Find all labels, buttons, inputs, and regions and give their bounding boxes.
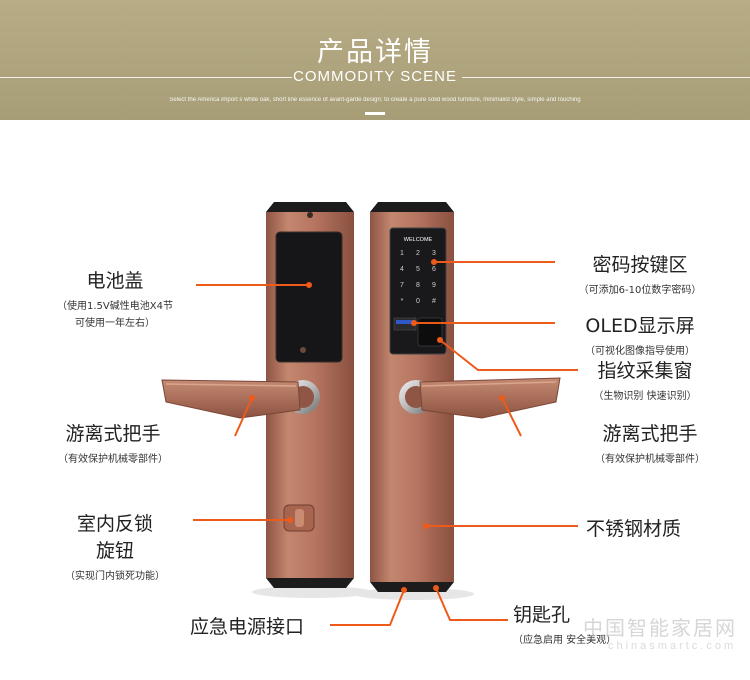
keypad-key: 9 xyxy=(432,282,436,289)
banner-tagline: Select the America import s white oak, s… xyxy=(169,97,581,103)
banner-divider-left xyxy=(0,77,292,78)
label-key-hole: 钥匙孔 （应急启用 安全美观） xyxy=(513,604,617,646)
label-fingerprint: 指纹采集窗 （生物识别 快速识别） xyxy=(593,360,697,402)
callout-dots xyxy=(249,259,505,593)
battery-cover xyxy=(275,231,343,363)
outdoor-panel: WELCOME 1 2 3 4 5 6 7 8 9 * 0 # xyxy=(370,202,561,592)
label-oled: OLED显示屏 （可视化图像指导使用） xyxy=(585,315,695,357)
keypad-key: 5 xyxy=(416,266,420,273)
keypad-key: 8 xyxy=(416,282,420,289)
callout-lines xyxy=(193,261,578,626)
keypad-key: 3 xyxy=(432,250,436,257)
indoor-panel xyxy=(161,202,354,588)
keypad-keys: 1 2 3 4 5 6 7 8 9 * 0 # xyxy=(400,250,436,305)
left-handle-lever xyxy=(161,379,301,419)
keypad-key: 4 xyxy=(400,266,404,273)
banner-title: 产品详情 xyxy=(317,37,433,68)
keypad-key: 0 xyxy=(416,298,420,305)
banner-accent-bar xyxy=(365,112,385,115)
keypad-key: # xyxy=(432,298,436,305)
label-indoor-knob: 室内反锁 旋钮 （实现门内锁死功能） xyxy=(65,513,165,582)
right-handle-lever xyxy=(419,377,561,419)
label-left-handle: 游离式把手 （有效保护机械零部件） xyxy=(58,423,168,465)
keypad-welcome-text: WELCOME xyxy=(404,237,433,243)
label-password-keys: 密码按键区 （可添加6-10位数字密码） xyxy=(578,254,702,296)
keypad-key: 7 xyxy=(400,282,404,289)
keypad-key: 6 xyxy=(432,266,436,273)
label-right-handle: 游离式把手 （有效保护机械零部件） xyxy=(595,423,705,465)
watermark-en: chinasmartc.com xyxy=(608,640,737,652)
banner-divider-right xyxy=(462,77,750,78)
fingerprint-window xyxy=(417,317,443,347)
keypad-key: 2 xyxy=(416,250,420,257)
keypad-key: * xyxy=(401,298,404,305)
left-panel-shadow xyxy=(252,586,372,598)
label-material: 不锈钢材质 xyxy=(586,518,682,540)
keypad-key: 1 xyxy=(400,250,404,257)
watermark-cn: 中国智能家居网 xyxy=(583,616,737,640)
header-banner: 产品详情 COMMODITY SCENE Select the America … xyxy=(0,0,750,120)
banner-subtitle: COMMODITY SCENE xyxy=(293,68,457,85)
label-emergency-power: 应急电源接口 xyxy=(190,616,305,638)
label-battery-cover: 电池盖 （使用1.5V碱性电池X4节 可使用一年左右） xyxy=(57,270,173,329)
